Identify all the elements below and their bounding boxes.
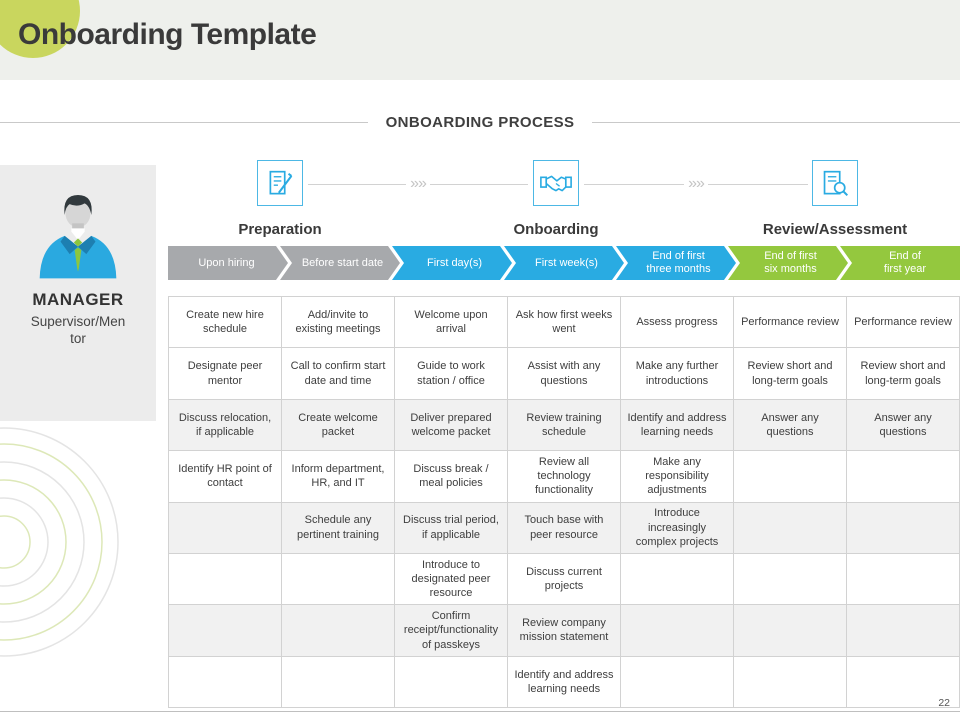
timeline-segment: End of first year bbox=[840, 246, 960, 280]
task-cell: Assess progress bbox=[621, 297, 734, 349]
timeline-segment: End of first six months bbox=[728, 246, 848, 280]
phase-label: Review/Assessment bbox=[762, 221, 908, 238]
task-cell: Review all technology functionality bbox=[508, 451, 621, 503]
document-review-icon bbox=[823, 170, 848, 196]
phase-connector: »» bbox=[308, 175, 529, 193]
heading-rule-right bbox=[592, 122, 960, 123]
task-cell bbox=[734, 605, 847, 657]
task-cell: Add/invite to existing meetings bbox=[282, 297, 395, 349]
task-cell: Review training schedule bbox=[508, 399, 621, 452]
task-cell: Touch base with peer resource bbox=[508, 502, 621, 554]
timeline-segment: Upon hiring bbox=[168, 246, 288, 280]
task-cell: Review short and long-term goals bbox=[734, 348, 847, 400]
chevron-right-icon: »» bbox=[688, 175, 705, 192]
task-cell bbox=[734, 553, 847, 606]
task-cell bbox=[734, 451, 847, 503]
task-cell bbox=[621, 605, 734, 657]
task-cell: Make any responsibility adjustments bbox=[621, 451, 734, 503]
task-cell: Discuss current projects bbox=[508, 553, 621, 606]
manager-subtitle: Supervisor/Mentor bbox=[30, 314, 126, 346]
task-cell: Schedule any pertinent training bbox=[282, 502, 395, 554]
task-cell: Designate peer mentor bbox=[169, 348, 282, 400]
task-cell: Identify and address learning needs bbox=[621, 399, 734, 452]
task-cell: Performance review bbox=[847, 297, 960, 349]
task-cell: Make any further introductions bbox=[621, 348, 734, 400]
task-cell bbox=[169, 502, 282, 554]
task-cell bbox=[282, 605, 395, 657]
task-cell bbox=[621, 656, 734, 708]
phase-onboarding: Onboarding bbox=[476, 160, 636, 238]
task-cell: Discuss break / meal policies bbox=[395, 451, 508, 503]
task-cell: Inform department, HR, and IT bbox=[282, 451, 395, 503]
task-cell bbox=[734, 656, 847, 708]
phase-box bbox=[812, 160, 858, 206]
phase-box bbox=[533, 160, 579, 206]
phase-label: Onboarding bbox=[513, 221, 599, 238]
manager-role: MANAGER bbox=[32, 290, 124, 309]
task-cell: Ask how first weeks went bbox=[508, 297, 621, 349]
task-cell: Answer any questions bbox=[734, 399, 847, 452]
timeline-segment: First week(s) bbox=[504, 246, 624, 280]
task-cell bbox=[734, 502, 847, 554]
task-cell bbox=[169, 605, 282, 657]
timeline-segment: Before start date bbox=[280, 246, 400, 280]
task-cell: Identify HR point of contact bbox=[169, 451, 282, 503]
manager-avatar bbox=[39, 195, 117, 279]
task-cell bbox=[169, 656, 282, 708]
manager-panel: MANAGER Supervisor/Mentor bbox=[0, 165, 156, 421]
page-title: Onboarding Template bbox=[18, 18, 317, 51]
page-number: 22 bbox=[938, 697, 950, 709]
phase-label: Preparation bbox=[238, 221, 322, 238]
task-cell: Review company mission statement bbox=[508, 605, 621, 657]
timeline-segment: First day(s) bbox=[392, 246, 512, 280]
task-cell: Answer any questions bbox=[847, 399, 960, 452]
timeline-segment: End of first three months bbox=[616, 246, 736, 280]
task-cell bbox=[847, 502, 960, 554]
phase-review-assessment: Review/Assessment bbox=[755, 160, 915, 238]
chevron-right-icon: »» bbox=[410, 175, 427, 192]
task-cell: Guide to work station / office bbox=[395, 348, 508, 400]
task-cell: Assist with any questions bbox=[508, 348, 621, 400]
task-cell bbox=[282, 553, 395, 606]
task-cell bbox=[282, 656, 395, 708]
task-cell bbox=[847, 553, 960, 606]
task-cell: Identify and address learning needs bbox=[508, 656, 621, 708]
task-cell: Deliver prepared welcome packet bbox=[395, 399, 508, 452]
task-cell bbox=[169, 553, 282, 606]
task-cell: Discuss relocation, if applicable bbox=[169, 399, 282, 452]
task-cell: Introduce increasingly complex projects bbox=[621, 502, 734, 554]
document-edit-icon bbox=[269, 170, 292, 194]
phase-connector: »» bbox=[584, 175, 809, 193]
section-heading: ONBOARDING PROCESS bbox=[0, 114, 960, 131]
task-cell: Review short and long-term goals bbox=[847, 348, 960, 400]
task-cell: Create welcome packet bbox=[282, 399, 395, 452]
task-cell: Introduce to designated peer resource bbox=[395, 553, 508, 606]
task-cell: Call to confirm start date and time bbox=[282, 348, 395, 400]
task-cell bbox=[621, 553, 734, 606]
handshake-icon bbox=[540, 175, 572, 191]
task-cell: Performance review bbox=[734, 297, 847, 349]
task-cell bbox=[847, 605, 960, 657]
heading-rule-left bbox=[0, 122, 368, 123]
task-cell: Confirm receipt/functionality of passkey… bbox=[395, 605, 508, 657]
task-cell bbox=[847, 451, 960, 503]
task-cell: Welcome upon arrival bbox=[395, 297, 508, 349]
task-cell bbox=[395, 656, 508, 708]
section-title: ONBOARDING PROCESS bbox=[385, 114, 575, 131]
slide-header: Onboarding Template bbox=[0, 0, 960, 80]
task-cell: Discuss trial period, if applicable bbox=[395, 502, 508, 554]
footer-divider bbox=[0, 711, 960, 712]
phase-box bbox=[257, 160, 303, 206]
decorative-arcs bbox=[0, 427, 119, 657]
phase-preparation: Preparation bbox=[200, 160, 360, 238]
task-cell: Create new hire schedule bbox=[169, 297, 282, 349]
